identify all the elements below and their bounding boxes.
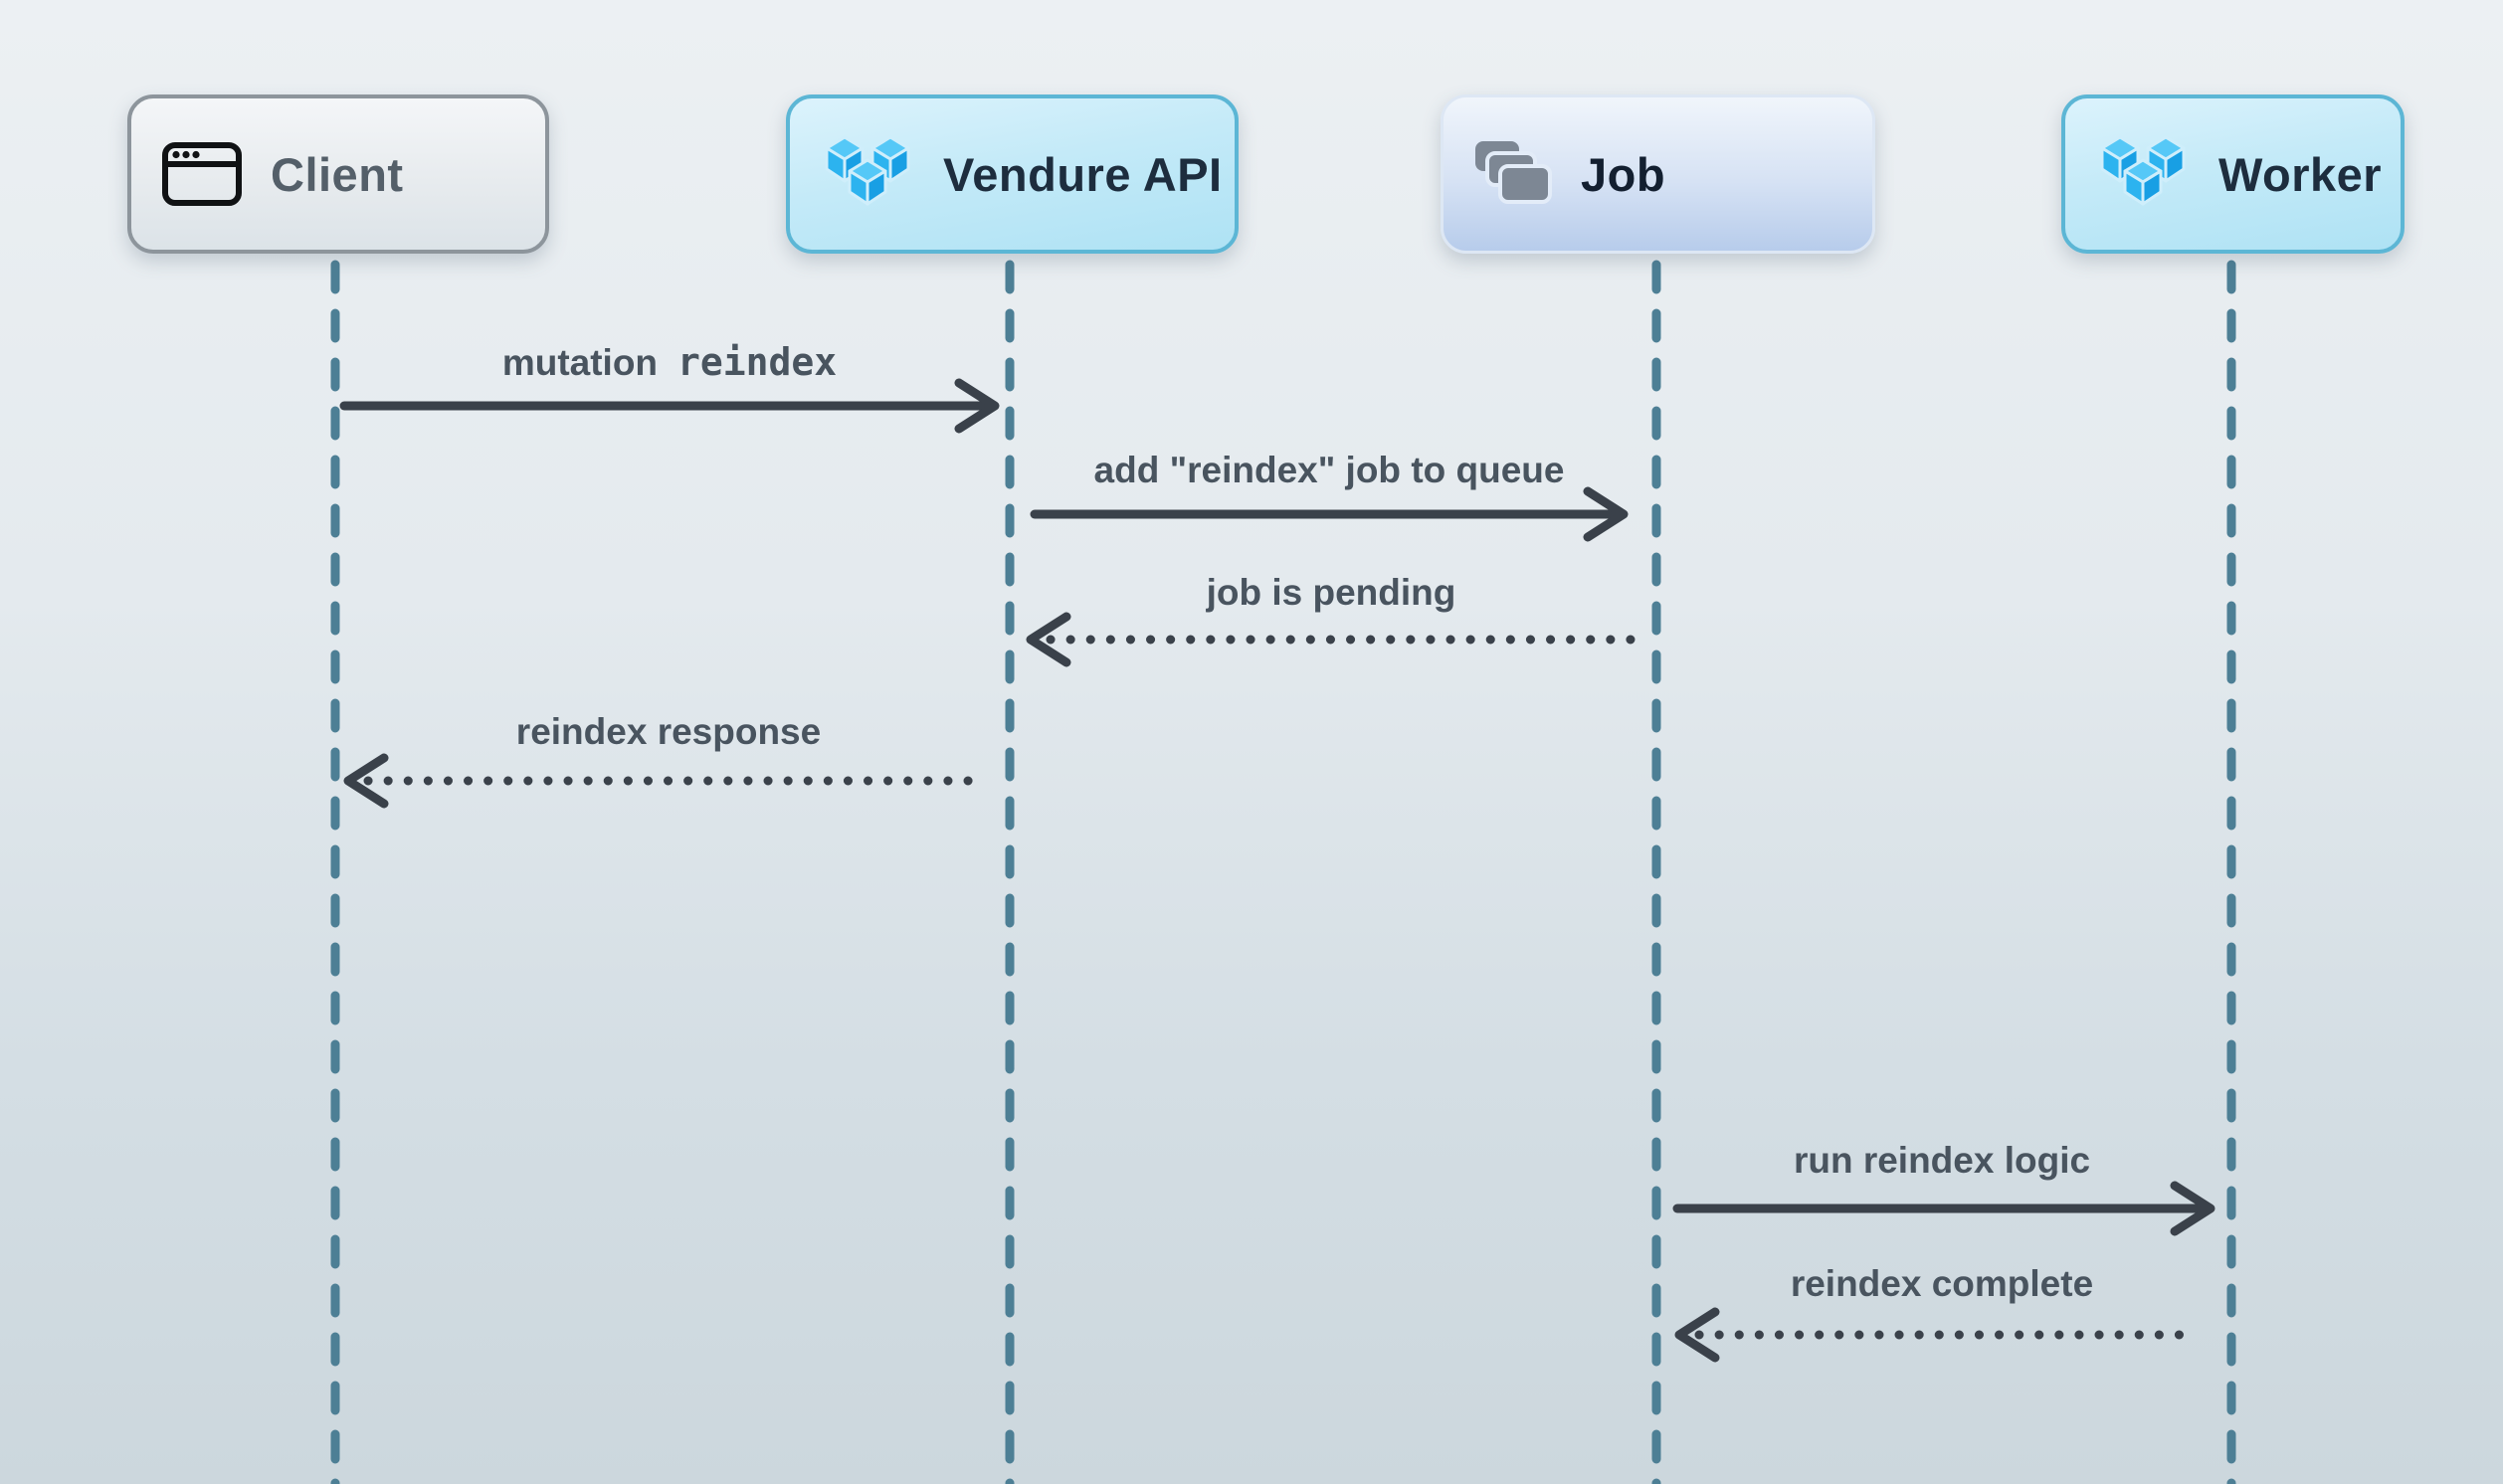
- actor-client-label: Client: [271, 147, 404, 201]
- actor-job-label: Job: [1581, 147, 1666, 201]
- message-text: job is pending: [1206, 572, 1456, 613]
- vendure-cubes-icon: [2100, 135, 2186, 206]
- actor-job: Job: [1441, 94, 1875, 254]
- arrow-reindex-complete: [1674, 1307, 2204, 1363]
- actor-worker: Worker: [2061, 94, 2405, 254]
- message-text: mutation: [501, 342, 659, 383]
- message-text: reindex response: [515, 711, 822, 752]
- arrow-add-job-to-queue: [1030, 486, 1629, 542]
- actor-client: Client: [127, 94, 549, 254]
- arrow-run-reindex-logic: [1672, 1181, 2215, 1236]
- arrow-job-is-pending: [1026, 612, 1637, 667]
- message-text: reindex complete: [1790, 1263, 2094, 1304]
- stacked-cards-icon: [1475, 141, 1552, 204]
- actor-vendure-api: Vendure API: [786, 94, 1239, 254]
- message-mutation-reindex: mutation reindex: [291, 340, 1048, 385]
- message-reindex-complete: reindex complete: [1564, 1262, 2320, 1306]
- browser-window-icon: [162, 142, 242, 206]
- message-text: add "reindex" job to queue: [1093, 450, 1565, 490]
- message-reindex-response: reindex response: [290, 710, 1047, 754]
- vendure-cubes-icon: [825, 135, 910, 206]
- message-job-is-pending: job is pending: [953, 571, 1709, 615]
- message-code-text: reindex: [677, 340, 838, 384]
- actor-worker-label: Worker: [2218, 147, 2383, 201]
- arrow-reindex-response: [343, 753, 990, 809]
- message-text: run reindex logic: [1793, 1140, 2091, 1181]
- actor-vendure-api-label: Vendure API: [943, 147, 1223, 201]
- message-add-job-to-queue: add "reindex" job to queue: [951, 449, 1707, 492]
- arrow-mutation-reindex: [339, 378, 1000, 434]
- message-run-reindex-logic: run reindex logic: [1564, 1139, 2320, 1183]
